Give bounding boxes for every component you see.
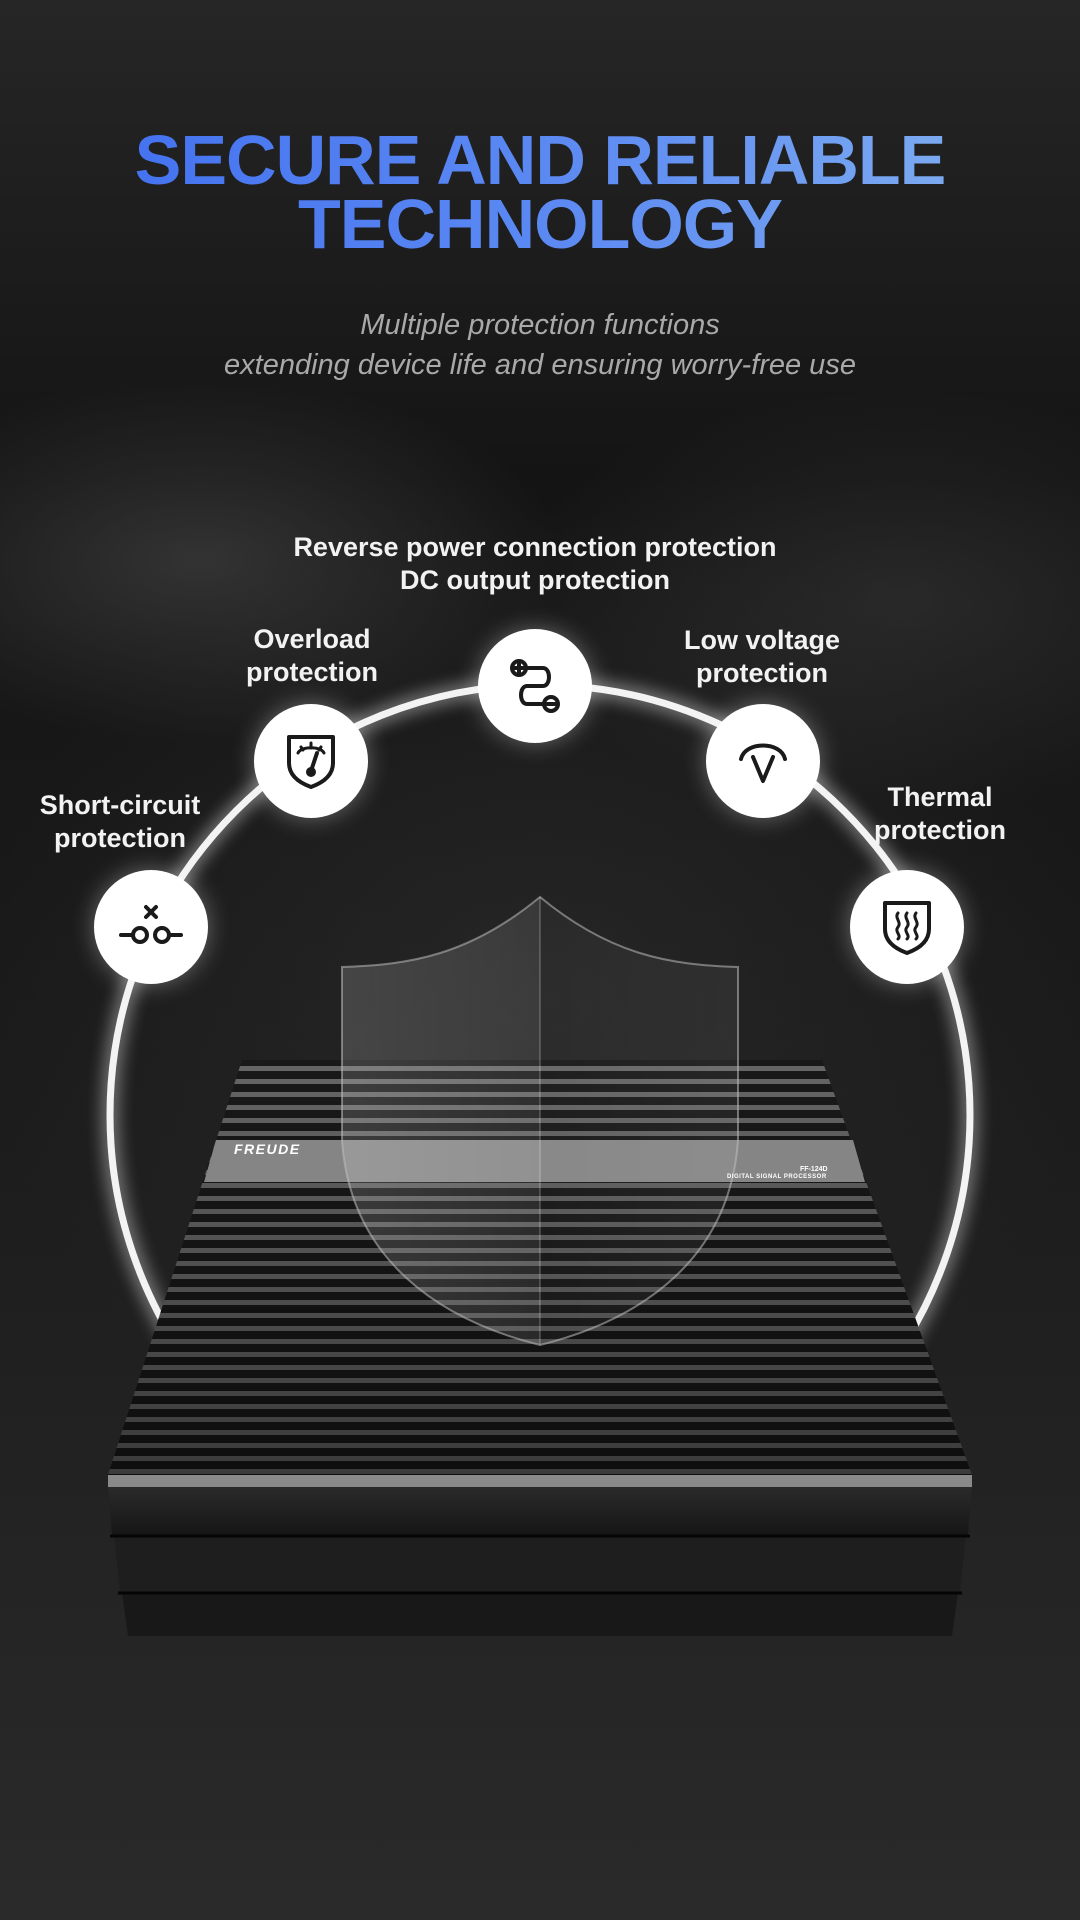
device-model-description: DIGITAL SIGNAL PROCESSOR [727,1174,827,1180]
short-circuit-label-line-1: Short-circuit [39,790,201,820]
subtitle-line-2: extending device life and ensuring worry… [224,349,856,381]
short-circuit-label-line-2: protection [54,823,186,853]
low-voltage-icon-circle [706,704,820,818]
subtitle-line-1: Multiple protection functions [360,309,720,341]
reverse-power-label-line-2: DC output protection [400,565,670,595]
page-subtitle: Multiple protection functions extending … [0,305,1080,385]
shield-heat-icon [883,901,931,955]
thermal-label-line-1: Thermal [887,782,993,812]
arc-v-icon [739,743,787,783]
overload-label-line-1: Overload [253,624,371,654]
short-circuit-label: Short-circuit protection [20,789,220,855]
reverse-power-label-line-1: Reverse power connection protection [293,532,777,562]
reverse-power-icon-circle [478,629,592,743]
thermal-icon-circle [850,870,964,984]
overload-label: Overload protection [212,623,412,689]
broken-circuit-icon [119,905,183,944]
polarity-route-icon [510,659,560,713]
short-circuit-icon-circle [94,870,208,984]
thermal-label-line-2: protection [874,815,1006,845]
overload-label-line-2: protection [246,657,378,687]
low-voltage-label: Low voltage protection [662,624,862,690]
device-brand-label: FREUDE [234,1141,301,1157]
thermal-label: Thermal protection [840,781,1040,847]
protective-shield-graphic [341,895,739,1347]
device-model-label: FF-124D [800,1166,828,1173]
reverse-power-label: Reverse power connection protection DC o… [270,531,800,597]
shield-gauge-icon [287,735,335,789]
low-voltage-label-line-1: Low voltage [683,625,840,655]
overload-icon-circle [254,704,368,818]
low-voltage-label-line-2: protection [696,658,828,688]
